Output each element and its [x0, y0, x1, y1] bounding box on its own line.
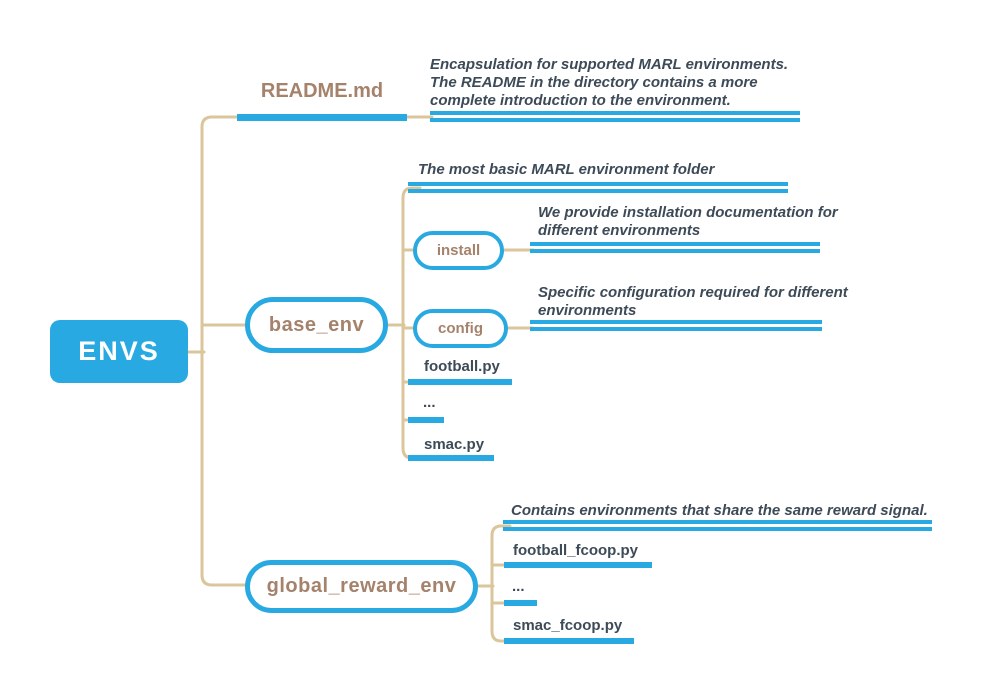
base-env-description-underline [408, 182, 788, 193]
node-football-py: football.py [424, 358, 500, 375]
base-env-description: The most basic MARL environment folder [418, 161, 715, 178]
node-ellipsis-global: ... [512, 578, 525, 595]
readme-description-underline [430, 111, 800, 122]
readme-description: Encapsulation for supported MARL environ… [430, 56, 789, 109]
config-description-underline [530, 320, 822, 331]
node-global-reward-env: global_reward_env [245, 560, 478, 613]
global-reward-env-description: Contains environments that share the sam… [511, 502, 928, 519]
node-base-env: base_env [245, 297, 388, 353]
football-py-underline [408, 379, 512, 385]
ellipsis-global-underline [504, 600, 537, 606]
connector-trunk-left [200, 115, 434, 587]
node-smac-fcoop-py: smac_fcoop.py [513, 617, 623, 634]
ellipsis-base-underline [408, 417, 444, 423]
readme-underline [237, 114, 407, 121]
config-description: Specific configuration required for diff… [538, 284, 848, 319]
smac-fcoop-underline [504, 638, 634, 644]
smac-py-underline [408, 455, 494, 461]
node-ellipsis-base: ... [423, 394, 436, 411]
node-readme-label: README.md [260, 80, 384, 102]
node-config: config [413, 309, 508, 348]
node-install: install [413, 231, 504, 270]
node-smac-py: smac.py [424, 436, 485, 453]
install-description: We provide installation documentation fo… [538, 204, 838, 239]
global-reward-env-description-underline [503, 520, 932, 531]
football-fcoop-underline [504, 562, 652, 568]
connector-trunk-global [490, 524, 512, 643]
node-football-fcoop-py: football_fcoop.py [513, 542, 638, 559]
node-envs: ENVS [50, 320, 188, 383]
install-description-underline [530, 242, 820, 253]
